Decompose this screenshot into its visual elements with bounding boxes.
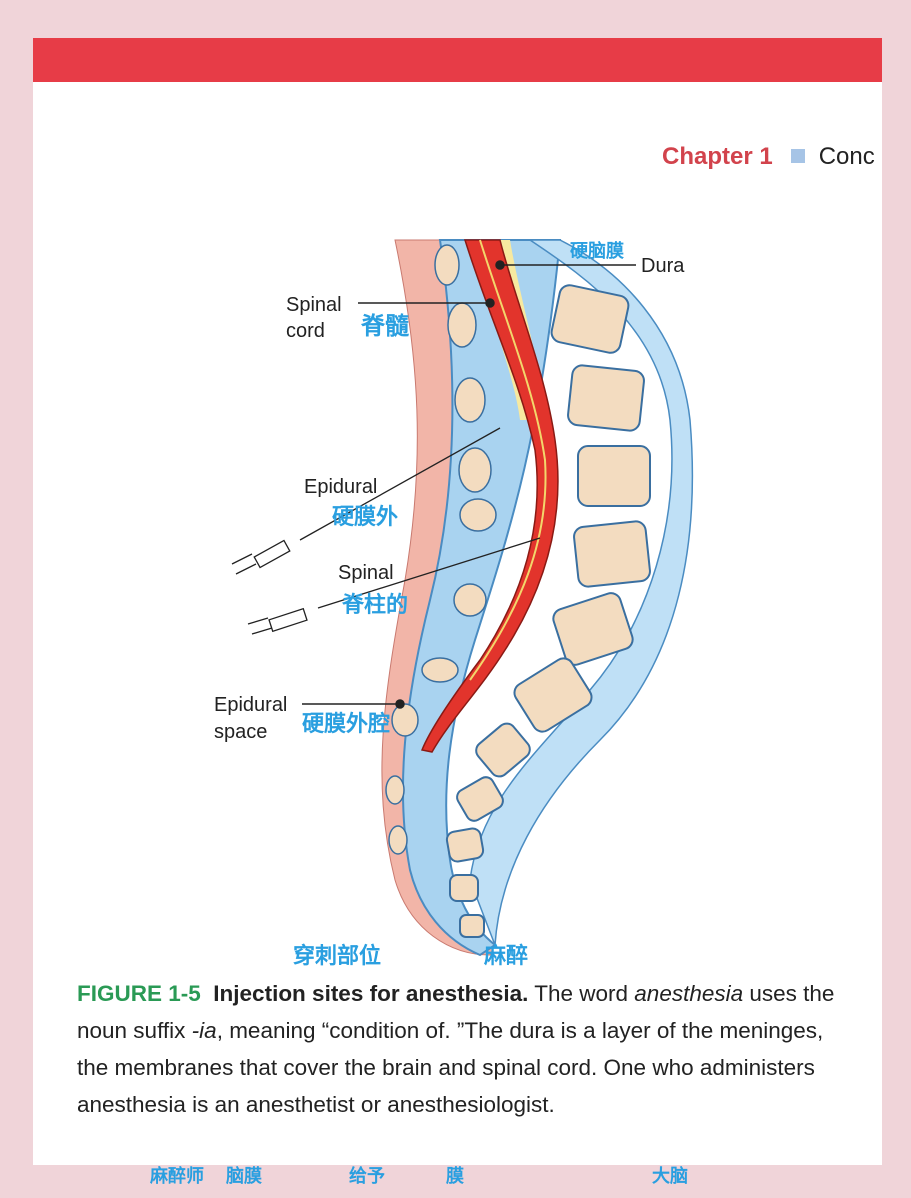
figure-caption: FIGURE 1-5 Injection sites for anesthesi… (77, 975, 837, 1123)
label-epidural-space-2: space (214, 721, 268, 743)
section-title: Conc (818, 143, 875, 170)
caption-italic-2: -ia (191, 1018, 217, 1043)
annotation-injection-site: 穿刺部位 (293, 943, 382, 968)
caption-text-1: The word (528, 981, 635, 1006)
annotation-dura: 硬脑膜 (570, 241, 624, 261)
annotation-spinal-cord: 脊髓 (361, 313, 409, 340)
chapter-label: Chapter 1 (662, 143, 773, 170)
caption-text-3: , meaning “condition of. ”The dura is a … (77, 1018, 824, 1117)
annotation-brain: 大脑 (652, 1166, 688, 1186)
annotation-administer: 给予 (349, 1166, 385, 1186)
annotation-epidural: 硬膜外 (332, 504, 399, 529)
annotation-anesthesiologist: 麻醉师 (150, 1166, 204, 1186)
label-epidural: Epidural (304, 476, 378, 498)
label-spinal: Spinal (338, 562, 394, 584)
figure-title: Injection sites for anesthesia. (213, 981, 529, 1006)
label-spinal-cord-1: Spinal (286, 294, 342, 316)
annotation-membrane: 膜 (446, 1166, 464, 1186)
annotation-epidural-space: 硬膜外腔 (302, 711, 391, 736)
label-dura: Dura (641, 255, 685, 277)
annotation-anesthesia: 麻醉 (484, 943, 529, 968)
label-epidural-space-1: Epidural (214, 694, 288, 716)
caption-text-2: uses the noun suffix (77, 981, 835, 1043)
label-spinal-cord-2: cord (286, 320, 325, 342)
header-bar (33, 38, 882, 82)
caption-italic-1: anesthesia (634, 981, 744, 1006)
running-head: Chapter 1 Conc (662, 143, 875, 171)
annotation-meninges: 脑膜 (226, 1166, 262, 1186)
annotation-spinal: 脊柱的 (342, 592, 409, 617)
square-bullet-icon (790, 149, 805, 163)
figure-number: FIGURE 1-5 (77, 981, 201, 1006)
